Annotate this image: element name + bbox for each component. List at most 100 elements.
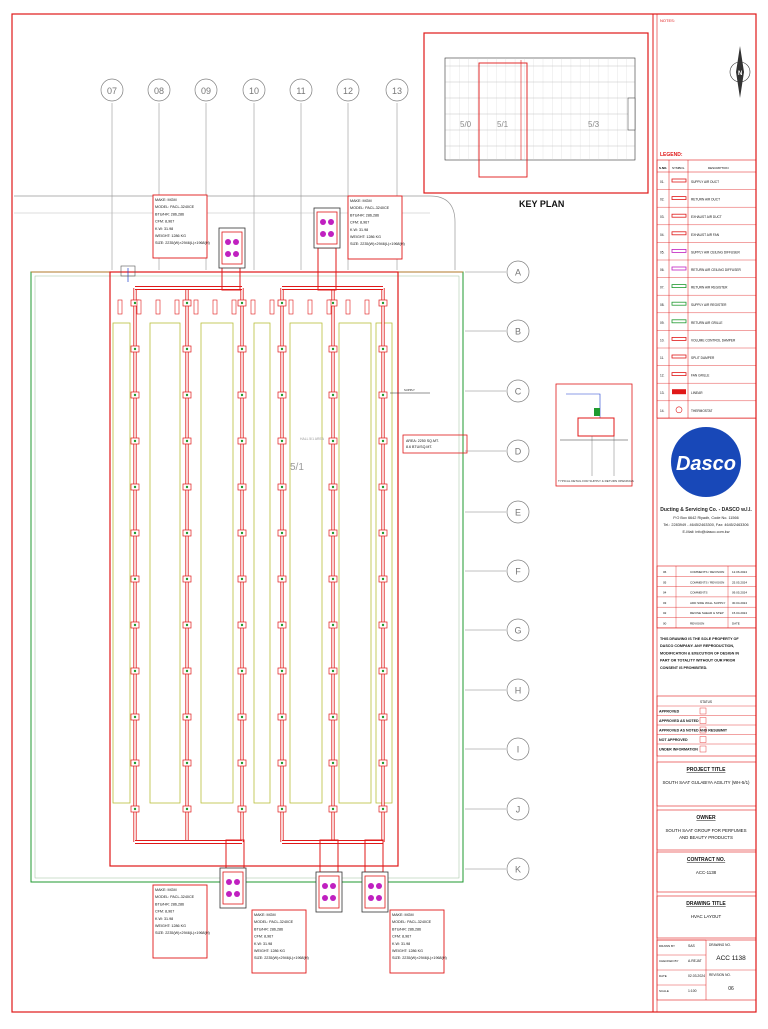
grid-bubble-col-11	[289, 78, 313, 102]
legend-symbol	[671, 319, 687, 324]
ahu-spec-line: CFM: 8,967	[392, 935, 411, 939]
ahu-fan	[226, 891, 232, 897]
diffuser-center	[185, 393, 189, 397]
top-grille	[345, 299, 351, 315]
area-note: AREA: 2250 SQ.MT.8.6 BTU/SQ.MT.	[402, 434, 468, 454]
copyright-line: THIS DRAWING IS THE SOLE PROPERTY OF	[660, 637, 739, 641]
status-checkbox	[699, 726, 707, 734]
status-checkbox	[699, 736, 707, 743]
ahu-spec-box	[251, 909, 307, 974]
ahu-spec-line: K.W: 31.98	[254, 942, 272, 946]
ahu-spec-line: WEIGHT: 1286 KG	[350, 235, 381, 239]
ahu-fan	[330, 895, 336, 901]
top-grille	[269, 299, 275, 315]
ahu-fan	[322, 895, 328, 901]
grid-bubble-col-09	[194, 78, 218, 102]
legend-row-no: 13.	[660, 391, 665, 395]
ahu-fan	[320, 219, 326, 225]
legend-row-no: 10.	[660, 338, 665, 342]
diffuser-center	[280, 531, 284, 535]
legend-row-desc: RETURN AIR GRILLE	[691, 321, 723, 325]
legend-col-symbol: SYMBOL	[672, 166, 685, 170]
legend-symbol	[672, 389, 686, 395]
status-checkbox	[699, 717, 707, 724]
ahu-fan	[328, 219, 334, 225]
north-arrow: N	[729, 46, 751, 98]
diffuser-center	[133, 531, 137, 535]
legend-row-no: 14.	[660, 409, 665, 413]
area-note-box	[402, 434, 468, 454]
legend-symbol	[671, 196, 687, 201]
status-checkbox	[699, 707, 707, 715]
drawing-info-value: A.REJAT	[688, 959, 702, 963]
diffuser-center	[331, 807, 335, 811]
revision-date: 12.06.2024	[732, 570, 747, 574]
diffuser-center	[280, 347, 284, 351]
diffuser-center	[381, 577, 385, 581]
ahu-unit-4	[315, 871, 343, 913]
legend-symbol	[671, 284, 687, 289]
title-section-2	[656, 809, 757, 851]
sheet-border	[11, 13, 757, 1013]
drawing-info-label: CHECKED BY	[659, 959, 679, 963]
ahu-spec-line: SIZE: 2235(W)×2946(L)×1968(H)	[254, 956, 309, 960]
ahu-fan	[226, 879, 232, 885]
legend-symbol	[671, 354, 687, 359]
ahu-spec-line: K.W: 31.98	[155, 917, 173, 921]
ahu-spec-line: BTU/HR: 286,286	[155, 902, 184, 906]
legend-row-desc: SUPPLY AIR DUCT	[691, 180, 719, 184]
grid-label-row-I: I	[517, 745, 520, 755]
ahu-casing	[361, 871, 389, 913]
grid-label-col-08: 08	[154, 86, 164, 96]
status-item: APPROVED	[659, 710, 680, 714]
diffuser-center	[331, 439, 335, 443]
storage-rack-4	[253, 322, 271, 804]
top-grille	[117, 299, 123, 315]
top-grille	[231, 299, 237, 315]
key-plan-title: KEY PLAN	[519, 199, 564, 209]
diffuser-center	[133, 669, 137, 673]
diffuser-center	[133, 715, 137, 719]
diffuser-center	[331, 623, 335, 627]
diffuser-center	[331, 393, 335, 397]
diffuser-center	[331, 761, 335, 765]
area-note-line: 8.6 BTU/SQ.MT.	[406, 445, 432, 449]
ahu-fan	[225, 239, 231, 245]
key-plan-zone: 5/1	[497, 120, 509, 129]
ahu-spec-line: MAKE: MGM	[350, 199, 372, 203]
diffuser-center	[240, 439, 244, 443]
top-grille	[174, 299, 180, 315]
unit-drop-2	[317, 247, 337, 291]
diffuser-center	[331, 577, 335, 581]
roof-outline	[14, 195, 456, 270]
grid-bubble-row-G	[506, 618, 530, 642]
diffuser-center	[240, 761, 244, 765]
diffuser-center	[185, 761, 189, 765]
legend-row-desc: FAN GRILLE	[691, 374, 709, 378]
diffuser-center	[240, 347, 244, 351]
ahu-spec-line: K.W: 31.98	[392, 942, 410, 946]
grid-bubble-col-12	[336, 78, 360, 102]
storage-rack-1	[112, 322, 131, 804]
ahu-spec-line: BTU/HR: 286,286	[155, 212, 184, 216]
diffuser-center	[280, 393, 284, 397]
ahu-spec-line: CFM: 8,967	[155, 910, 174, 914]
drawing-info-value: SAS	[688, 944, 696, 948]
ahu-unit-5	[361, 871, 389, 913]
legend-row-no: 04.	[660, 233, 665, 237]
key-plan-zone: 5/3	[588, 120, 600, 129]
ahu-spec-line: CFM: 8,967	[155, 220, 174, 224]
diffuser-center	[240, 393, 244, 397]
legend-row-desc: SUPPLY AIR REGISTER	[691, 303, 727, 307]
status-item: NOT APPROVED	[659, 738, 688, 742]
duct-size-note: HALL 5/1 AREA	[300, 437, 325, 441]
title-section-value: SOUTH SAAT GROUP FOR PERFUMES	[666, 828, 747, 833]
diffuser-center	[331, 669, 335, 673]
ahu-spec-line: WEIGHT: 1286 KG	[155, 924, 186, 928]
ahu-fan	[322, 883, 328, 889]
top-grille	[193, 299, 199, 315]
company-phone: Tel.: 2283949 - 4645/2463300, Fax: 4645/…	[663, 523, 748, 527]
diffuser-center	[240, 531, 244, 535]
